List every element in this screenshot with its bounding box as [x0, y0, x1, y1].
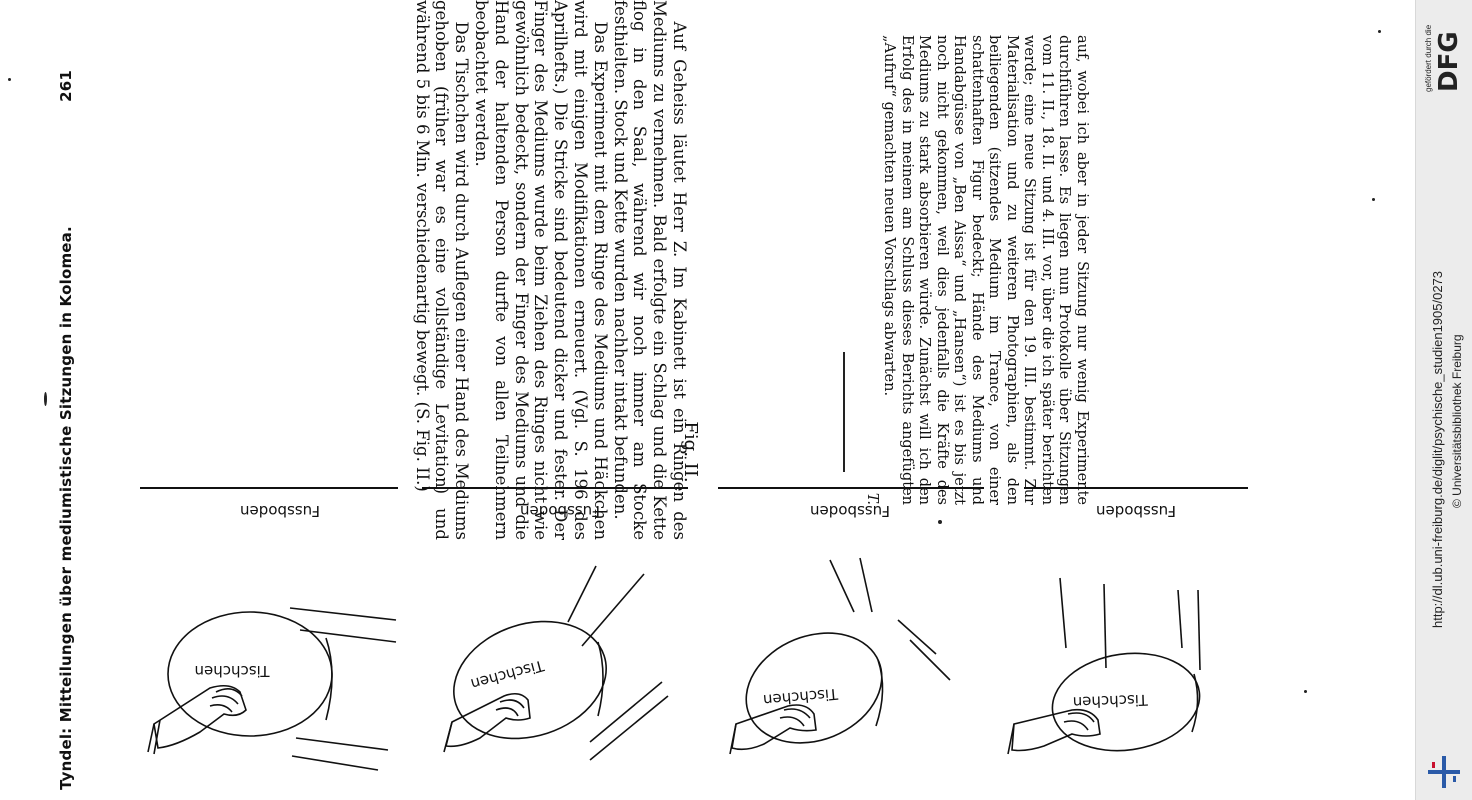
upper-paragraph-2: Das Experiment mit dem Ringe des Mediums…	[472, 0, 610, 540]
figure-panel-3	[718, 487, 984, 755]
ub-freiburg-logo-icon	[1428, 756, 1460, 788]
dust-speck	[1304, 690, 1307, 693]
floor-label-2: Fussboden	[520, 502, 600, 520]
dfg-logo: DFG	[1434, 31, 1464, 92]
figure-illustration: Fussboden Tischchen Fussboden Tischchen …	[140, 487, 1248, 771]
table-label-4: Tischchen	[1072, 691, 1149, 712]
dust-speck	[8, 78, 11, 81]
dust-speck	[1378, 30, 1381, 33]
table-label-3: Tischchen	[762, 685, 839, 710]
table-label-2: Tischchen	[469, 656, 547, 693]
signature: T.	[864, 492, 880, 505]
digital-library-sidebar	[1415, 0, 1472, 800]
upper-paragraph-3: Das Tischchen wird durch Auflegen einer …	[412, 0, 472, 540]
dust-speck	[44, 392, 47, 406]
floor-label-3: Fussboden	[810, 502, 890, 520]
figure-panel-4	[1007, 487, 1248, 755]
dust-speck	[1372, 198, 1375, 201]
source-url-link[interactable]: http://dl.ub.uni-freiburg.de/diglit/psyc…	[1430, 270, 1445, 628]
lower-paragraph: auf, wobei ich aber in jeder Sitzung nur…	[881, 35, 1091, 505]
floor-label-1: Fussboden	[240, 502, 320, 520]
upper-text-block: Auf Geheiss läutet Herr Z. Im Kabinett i…	[0, 0, 689, 540]
column-separator	[843, 352, 845, 472]
copyright-text: © Universitätsbibliothek Freiburg	[1450, 334, 1464, 508]
dust-speck	[938, 520, 942, 524]
figure-panel-1	[140, 487, 398, 771]
floor-label-4: Fussboden	[1096, 502, 1176, 520]
lower-text-block: auf, wobei ich aber in jeder Sitzung nur…	[660, 35, 1090, 505]
table-label-1: Tischchen	[195, 662, 271, 680]
figure-panel-2	[422, 487, 688, 761]
